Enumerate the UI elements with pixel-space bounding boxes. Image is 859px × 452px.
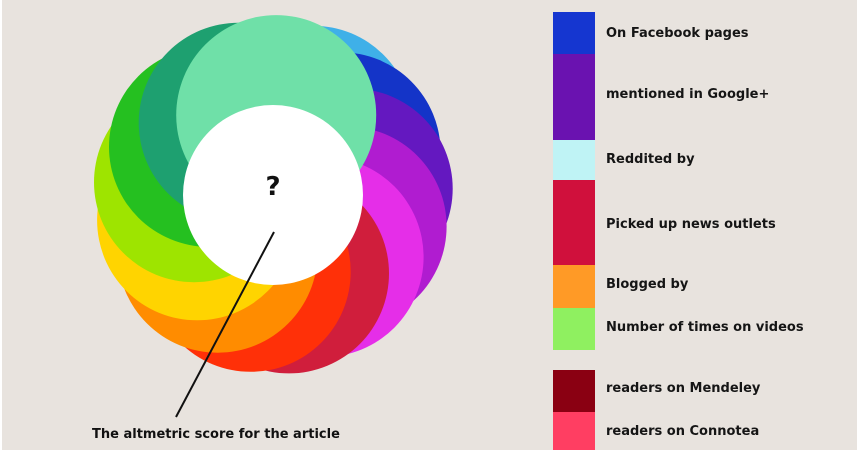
- altmetric-donut: ?: [2, 0, 542, 450]
- donut-svg: [94, 15, 453, 418]
- legend-label-reddit: Reddited by: [606, 152, 695, 167]
- legend-swatch-facebook: [553, 12, 595, 54]
- legend-swatch-news: [553, 180, 595, 265]
- legend-label-connotea: readers on Connotea: [606, 424, 760, 439]
- score-placeholder: ?: [265, 172, 281, 202]
- legend-swatch-reddit: [553, 140, 595, 180]
- legend-label-news: Picked up news outlets: [606, 217, 776, 232]
- legend-swatch-google-plus: [553, 54, 595, 140]
- legend-swatch-connotea: [553, 412, 595, 450]
- legend-label-mendeley: readers on Mendeley: [606, 381, 761, 396]
- legend-swatch-mendeley: [553, 370, 595, 412]
- score-caption: The altmetric score for the article: [92, 427, 340, 442]
- legend-swatch-videos: [553, 308, 595, 350]
- legend-label-videos: Number of times on videos: [606, 320, 804, 335]
- legend-swatch-blogs: [553, 265, 595, 308]
- legend-label-blogs: Blogged by: [606, 277, 689, 292]
- legend-label-google-plus: mentioned in Google+: [606, 87, 770, 102]
- pointer-line: [175, 231, 275, 418]
- legend-label-facebook: On Facebook pages: [606, 26, 749, 41]
- donut-hole: [183, 105, 363, 285]
